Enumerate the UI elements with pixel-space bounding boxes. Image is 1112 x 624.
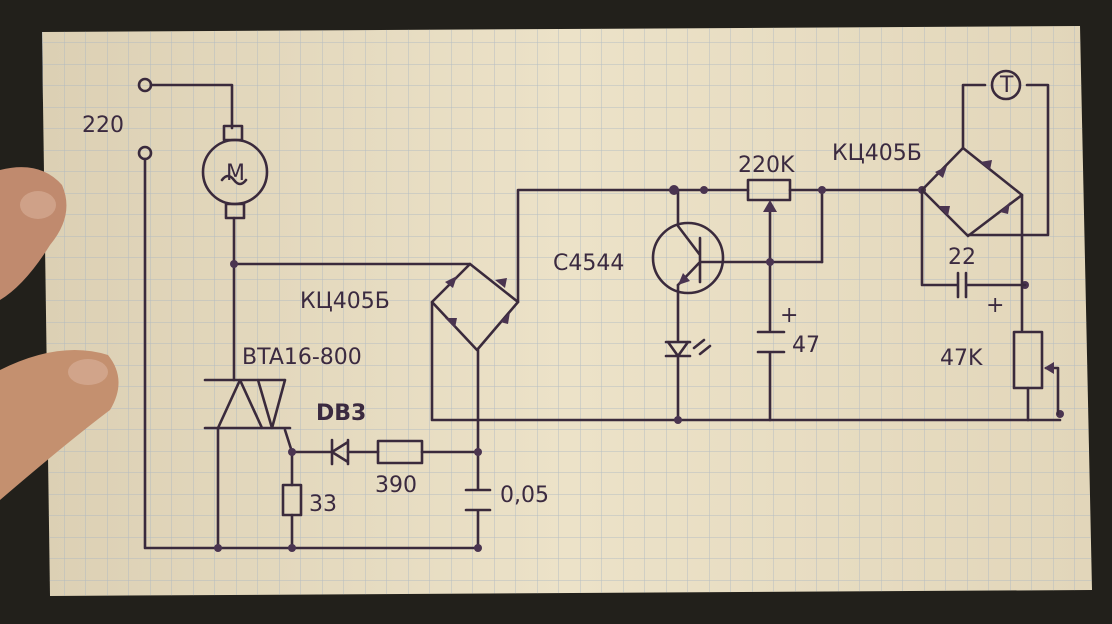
label-47k: 47K [940, 346, 983, 371]
label-390: 390 [375, 473, 417, 498]
capacitor-47 [756, 330, 786, 422]
label-33: 33 [309, 492, 337, 517]
label-22-plus: + [986, 293, 1004, 318]
label-0-05: 0,05 [500, 483, 549, 508]
led-icon [664, 338, 712, 422]
label-47-plus: + [780, 303, 798, 328]
tacho-generator-icon [990, 69, 1022, 101]
bridge-left-icon [430, 262, 520, 352]
label-220k: 220K [738, 153, 795, 178]
label-bridge-left: КЦ405Б [300, 289, 390, 314]
labels: 220 M BTA16-800 DB3 33 390 0,05 КЦ405Б C… [82, 73, 1014, 517]
label-triac: BTA16-800 [242, 345, 362, 370]
label-22: 22 [948, 245, 976, 270]
transistor-icon [651, 221, 725, 295]
label-transistor: C4544 [553, 251, 624, 276]
label-diac: DB3 [316, 401, 366, 426]
label-motor: M [226, 161, 245, 186]
triac-icon [203, 378, 292, 430]
wires [137, 69, 1064, 552]
fingers [0, 167, 119, 500]
label-bridge-right: КЦ405Б [832, 141, 922, 166]
label-47: 47 [792, 333, 820, 358]
label-tacho: T [999, 73, 1014, 98]
label-220: 220 [82, 113, 124, 138]
